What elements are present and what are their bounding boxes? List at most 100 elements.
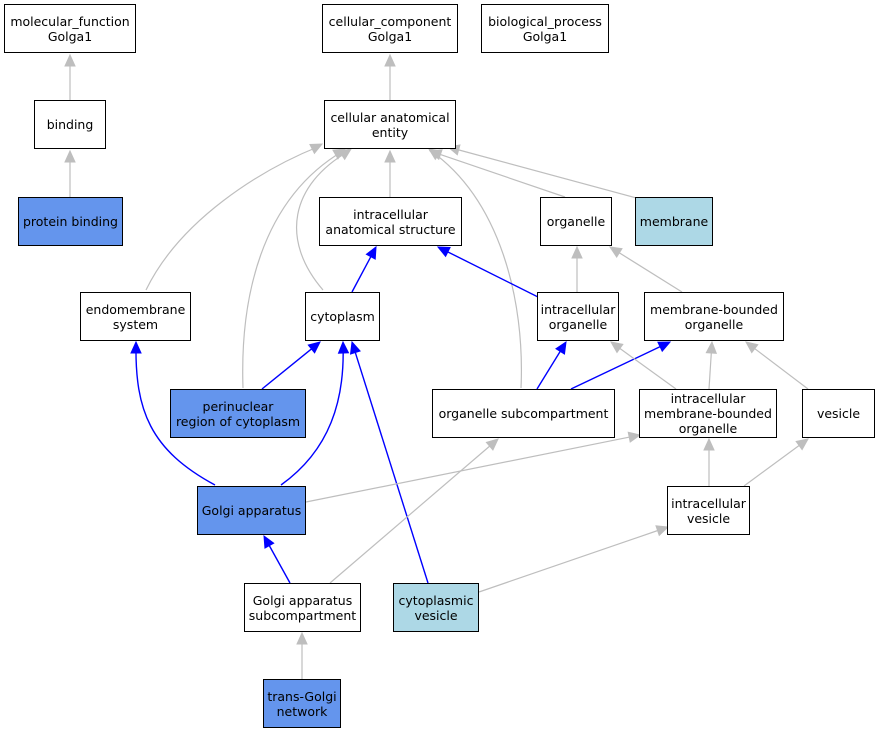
edge-membrane-to-cellular_anatomical_entity	[446, 144, 641, 200]
edge-arrowhead	[655, 525, 670, 537]
edge-cytoplasmic_vesicle-to-intracellular_vesicle	[478, 525, 670, 593]
edge-line	[261, 347, 313, 390]
edge-endomembrane_system-to-cellular_anatomical_entity	[145, 143, 324, 291]
edge-arrowhead	[384, 53, 396, 67]
edge-arrowhead	[555, 340, 567, 355]
node-intracellular-organelle[interactable]: intracellular organelle	[537, 292, 619, 341]
edge-cellular_anatomical_entity-to-cellular_component	[384, 53, 396, 100]
node-cytoplasm[interactable]: cytoplasm	[305, 292, 380, 341]
edge-arrowhead	[130, 340, 142, 354]
edge-protein_binding-to-binding	[64, 149, 76, 197]
node-cellular-component[interactable]: cellular_component Golga1	[322, 4, 458, 53]
node-intracellular-membrane-bounded-organelle[interactable]: intracellular membrane-bounded organelle	[639, 389, 777, 438]
node-label: Golgi apparatus subcompartment	[248, 592, 357, 623]
edge-line	[439, 153, 566, 198]
node-label: intracellular membrane-bounded organelle	[644, 391, 772, 436]
node-vesicle[interactable]: vesicle	[802, 389, 875, 438]
node-organelle-subcompartment[interactable]: organelle subcompartment	[432, 389, 615, 438]
edge-vesicle-to-membrane_bounded_organelle	[745, 341, 809, 390]
edge-arrowhead	[384, 149, 396, 163]
edge-arrowhead	[263, 534, 275, 549]
edge-arrowhead	[608, 246, 623, 258]
edge-arrowhead	[571, 245, 583, 259]
edge-line	[753, 347, 809, 390]
node-label: Golgi apparatus	[201, 503, 302, 518]
node-label: trans-Golgi network	[267, 688, 337, 719]
edge-intracellular_organelle-to-intracellular_anatomical_structure	[436, 246, 541, 299]
edge-line	[743, 444, 801, 487]
edge-arrowhead	[485, 438, 499, 451]
edge-line	[351, 255, 372, 293]
edge-line	[145, 145, 321, 291]
node-protein-binding[interactable]: protein binding	[18, 197, 123, 246]
node-label: intracellular anatomical structure	[325, 206, 456, 237]
node-label: perinuclear region of cytoplasm	[175, 398, 301, 429]
edge-line	[446, 250, 541, 299]
node-label: organelle	[546, 214, 606, 229]
edge-arrowhead	[705, 340, 718, 354]
edge-line	[280, 343, 344, 486]
node-label: cellular_component Golga1	[328, 13, 452, 44]
edge-organelle_subcompartment-to-membrane_bounded_organelle	[570, 341, 672, 390]
edge-arrowhead	[64, 149, 76, 163]
node-membrane[interactable]: membrane	[635, 197, 713, 246]
edge-arrowhead	[296, 631, 308, 645]
edge-arrowhead	[436, 246, 451, 258]
edge-intracellular_vesicle-to-vesicle	[743, 438, 809, 487]
edge-line	[305, 436, 631, 503]
node-cellular-anatomical-entity[interactable]: cellular anatomical entity	[324, 100, 456, 149]
edge-perinuclear_region-to-cellular_anatomical_entity	[242, 148, 347, 389]
node-intracellular-vesicle[interactable]: intracellular vesicle	[667, 486, 750, 535]
node-perinuclear-region[interactable]: perinuclear region of cytoplasm	[170, 389, 306, 438]
node-label: vesicle	[816, 406, 861, 421]
node-label: protein binding	[22, 214, 118, 229]
node-label: organelle subcompartment	[438, 406, 609, 421]
node-label: membrane	[639, 214, 709, 229]
node-label: membrane-bounded organelle	[650, 301, 778, 332]
edge-arrowhead	[64, 53, 76, 67]
node-organelle[interactable]: organelle	[540, 197, 612, 246]
node-membrane-bounded-organelle[interactable]: membrane-bounded organelle	[644, 292, 784, 341]
edge-line	[242, 150, 344, 389]
edge-line	[329, 445, 491, 584]
node-endomembrane-system[interactable]: endomembrane system	[80, 292, 191, 341]
node-cytoplasmic-vesicle[interactable]: cytoplasmic vesicle	[393, 583, 479, 632]
node-label: biological_process Golga1	[488, 13, 602, 44]
node-molecular-function[interactable]: molecular_function Golga1	[4, 4, 136, 53]
edge-line	[354, 351, 429, 584]
node-label: molecular_function Golga1	[10, 13, 130, 44]
edge-line	[570, 345, 662, 390]
edge-golgi_apparatus-to-cytoplasm	[280, 340, 350, 486]
edge-golgi_apparatus_subcompartment-to-golgi_apparatus	[263, 534, 291, 584]
edge-perinuclear_region-to-cytoplasm	[261, 341, 321, 390]
edge-cytoplasmic_vesicle-to-cytoplasm	[349, 340, 429, 584]
edge-cytoplasm-to-intracellular_anatomical_structure	[351, 245, 377, 293]
node-intracellular-anatomical-structure[interactable]: intracellular anatomical structure	[319, 197, 462, 246]
edge-golgi_apparatus-to-intracellular_membrane_bounded_organelle	[305, 431, 642, 503]
edge-line	[457, 149, 641, 200]
node-biological-process[interactable]: biological_process Golga1	[481, 4, 609, 53]
edge-line	[708, 351, 712, 390]
edge-line	[618, 347, 677, 390]
node-binding[interactable]: binding	[34, 100, 106, 149]
edge-arrowhead	[427, 148, 442, 161]
edge-arrowhead	[349, 340, 361, 355]
edge-intracellular_membrane_bounded_organelle-to-membrane_bounded_organelle	[705, 340, 718, 390]
edge-arrowhead	[795, 438, 809, 451]
edge-arrowhead	[337, 340, 350, 354]
node-label: cytoplasm	[310, 309, 375, 324]
edge-intracellular_anatomical_structure-to-cellular_anatomical_entity	[384, 149, 396, 197]
edge-golgi_apparatus_subcompartment-to-organelle_subcompartment	[329, 438, 499, 584]
edge-arrowhead	[365, 245, 377, 260]
edge-arrowhead	[627, 431, 642, 443]
edge-line	[478, 529, 659, 593]
node-trans-golgi-network[interactable]: trans-Golgi network	[263, 679, 341, 728]
edge-organelle_subcompartment-to-intracellular_organelle	[536, 340, 567, 390]
node-golgi-apparatus-subcompartment[interactable]: Golgi apparatus subcompartment	[244, 583, 361, 632]
edge-arrowhead	[657, 341, 672, 353]
node-label: cellular anatomical entity	[330, 109, 450, 140]
edge-membrane_bounded_organelle-to-organelle	[608, 246, 683, 293]
node-golgi-apparatus[interactable]: Golgi apparatus	[197, 486, 306, 535]
node-label: cytoplasmic vesicle	[398, 592, 474, 623]
edge-arrowhead	[332, 148, 347, 160]
